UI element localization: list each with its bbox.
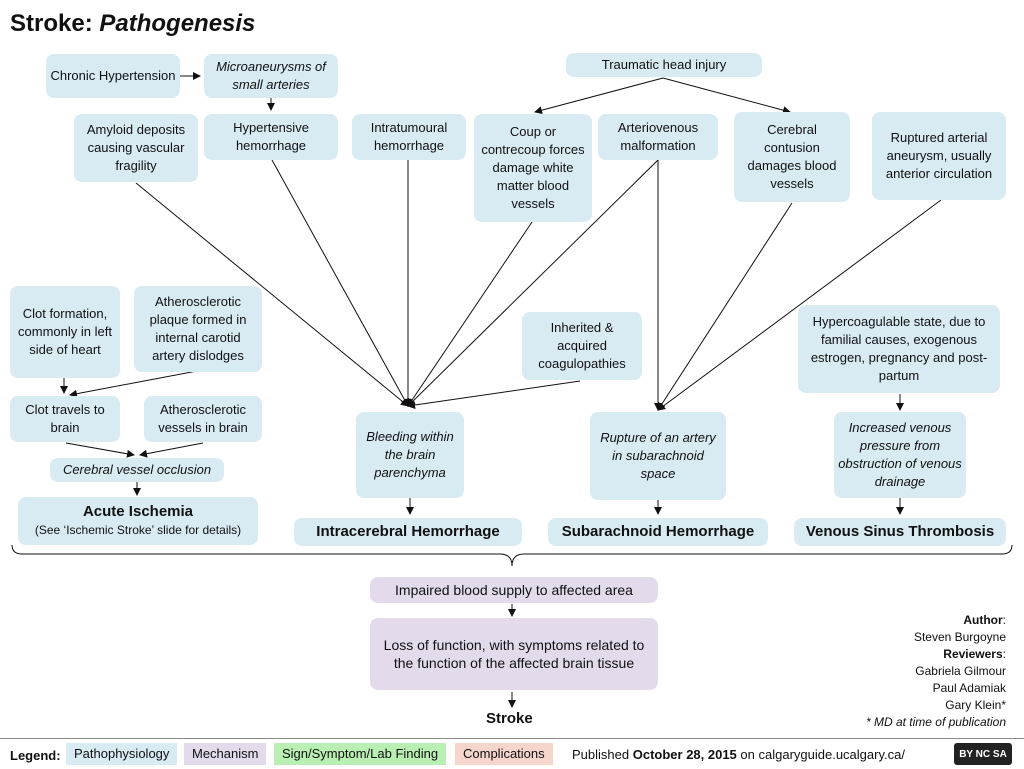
md-note: * MD at time of publication xyxy=(865,715,1006,729)
creative-commons-icon[interactable]: BY NC SA xyxy=(954,743,1012,765)
coagulopathies-node: Inherited & acquired coagulopathies xyxy=(522,312,642,380)
legend-mechanism: Mechanism xyxy=(184,743,267,765)
subarachnoid-hemorrhage-node: Subarachnoid Hemorrhage xyxy=(548,518,768,546)
legend-label: Legend: xyxy=(10,748,61,763)
cerebral-vessel-occlusion-node: Cerebral vessel occlusion xyxy=(50,458,224,482)
chronic-hypertension-node: Chronic Hypertension xyxy=(46,54,180,98)
reviewer-name: Paul Adamiak xyxy=(932,681,1006,695)
venous-sinus-thrombosis-node: Venous Sinus Thrombosis xyxy=(794,518,1006,546)
acute-ischemia-subtitle: (See ‘Ischemic Stroke’ slide for details… xyxy=(34,523,242,537)
atherosclerotic-vessels-node: Atherosclerotic vessels in brain xyxy=(144,396,262,442)
reviewer-name: Gabriela Gilmour xyxy=(915,664,1006,678)
legend-pathophysiology: Pathophysiology xyxy=(66,743,178,765)
arteriovenous-malformation-node: Arteriovenous malformation xyxy=(598,114,718,160)
increased-venous-pressure-node: Increased venous pressure from obstructi… xyxy=(834,412,966,498)
rupture-artery-node: Rupture of an artery in subarachnoid spa… xyxy=(590,412,726,500)
hypertensive-hemorrhage-node: Hypertensive hemorrhage xyxy=(204,114,338,160)
ruptured-aneurysm-node: Ruptured arterial aneurysm, usually ante… xyxy=(872,112,1006,200)
amyloid-deposits-node: Amyloid deposits causing vascular fragil… xyxy=(74,114,198,182)
bleeding-parenchyma-node: Bleeding within the brain parenchyma xyxy=(356,412,464,498)
reviewers-label: Reviewers xyxy=(943,647,1003,661)
atherosclerotic-plaque-node: Atherosclerotic plaque formed in interna… xyxy=(134,286,262,372)
coup-contrecoup-node: Coup or contrecoup forces damage white m… xyxy=(474,114,592,222)
intratumoural-hemorrhage-node: Intratumoural hemorrhage xyxy=(352,114,466,160)
legend-complications: Complications xyxy=(455,743,553,765)
legend-bar: Legend: Pathophysiology Mechanism Sign/S… xyxy=(0,738,1024,769)
clot-travels-node: Clot travels to brain xyxy=(10,396,120,442)
stroke-outcome: Stroke xyxy=(486,710,533,727)
intracerebral-hemorrhage-node: Intracerebral Hemorrhage xyxy=(294,518,522,546)
hypercoagulable-state-node: Hypercoagulable state, due to familial c… xyxy=(798,305,1000,393)
published-info: Published October 28, 2015 on calgarygui… xyxy=(572,747,905,762)
acute-ischemia-node: Acute Ischemia (See ‘Ischemic Stroke’ sl… xyxy=(18,497,258,545)
credits: Author: Steven Burgoyne Reviewers: Gabri… xyxy=(865,613,1006,729)
traumatic-head-injury-node: Traumatic head injury xyxy=(566,53,762,77)
legend-sign-symptom: Sign/Symptom/Lab Finding xyxy=(274,743,447,765)
cerebral-contusion-node: Cerebral contusion damages blood vessels xyxy=(734,112,850,202)
reviewer-name: Gary Klein* xyxy=(945,698,1006,712)
impaired-blood-supply-node: Impaired blood supply to affected area xyxy=(370,577,658,603)
page-title: Stroke: Pathogenesis xyxy=(10,10,256,37)
author-label: Author xyxy=(963,613,1003,627)
author-name: Steven Burgoyne xyxy=(913,630,1006,644)
acute-ischemia-title: Acute Ischemia xyxy=(82,503,194,520)
microaneurysms-node: Microaneurysms of small arteries xyxy=(204,54,338,98)
loss-of-function-node: Loss of function, with symptoms related … xyxy=(370,618,658,690)
clot-formation-node: Clot formation, commonly in left side of… xyxy=(10,286,120,378)
